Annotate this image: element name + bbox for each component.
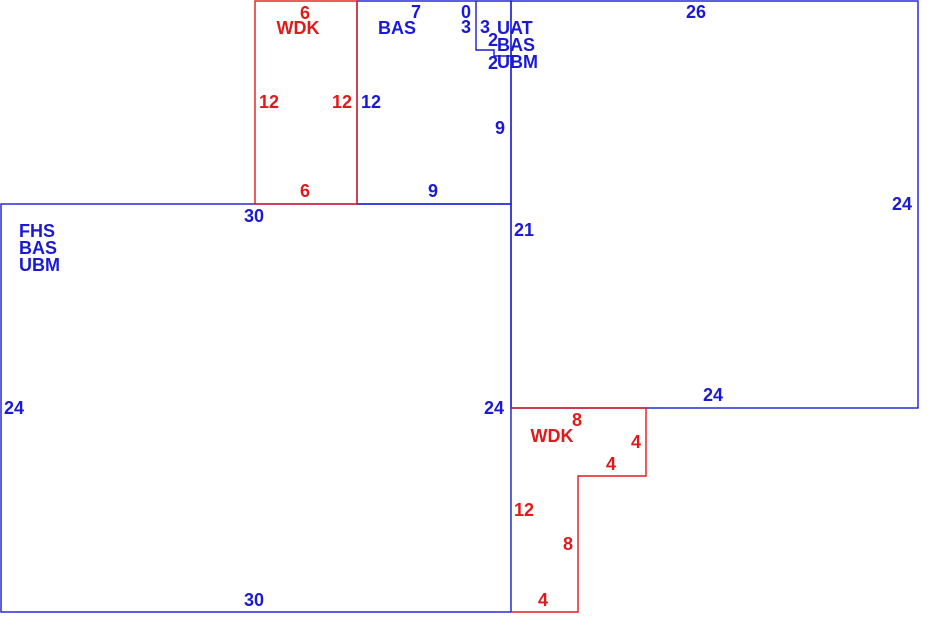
notch-name-line-3: UBM <box>497 52 538 72</box>
tall-wdk-top-dimension: 6 <box>300 3 310 23</box>
bas-top-dimension: 7 <box>411 2 421 22</box>
notch-name-line-2: BAS <box>497 35 535 55</box>
large-room-name-line-1: FHS <box>19 221 55 241</box>
bas-room-name: BAS <box>378 18 416 38</box>
bas-bottom-dimension: 9 <box>428 181 438 201</box>
notch-left-dimension: 3 <box>461 17 471 37</box>
right-room-bottom-dimension: 24 <box>703 385 723 405</box>
step-wdk-bottom-dimension: 4 <box>538 590 548 610</box>
step-wdk-room-outline <box>511 407 647 613</box>
large-room-top-dimension: 30 <box>244 206 264 226</box>
step-wdk-step-dimension: 4 <box>606 454 616 474</box>
notch-name-line-1: UAT <box>497 18 533 38</box>
tall-wdk-bottom-dimension: 6 <box>300 181 310 201</box>
large-room-right-dimension: 24 <box>484 398 504 418</box>
large-room-bottom-dimension: 30 <box>244 590 264 610</box>
tall-wdk-room-name: WDK <box>277 18 320 38</box>
right-room-left-dimension: 21 <box>514 220 534 240</box>
step-wdk-left-dimension: 12 <box>514 500 534 520</box>
tall-wdk-room-outline <box>254 0 358 205</box>
step-wdk-right-upper-dimension: 4 <box>631 432 641 452</box>
right-room-outline <box>510 0 919 409</box>
step-wdk-room-name: WDK <box>531 426 574 446</box>
tall-wdk-right-dimension: 12 <box>332 92 352 112</box>
large-room-name-line-2: BAS <box>19 238 57 258</box>
notch-tiny-bottom-dimension: 2 <box>488 53 498 73</box>
bas-left-dimension: 12 <box>361 92 381 112</box>
tall-wdk-left-dimension: 12 <box>259 92 279 112</box>
notch-tiny-top-dimension: 2 <box>488 30 498 50</box>
notch-right-dimension: 3 <box>480 17 490 37</box>
large-room-left-dimension: 24 <box>4 398 24 418</box>
step-wdk-top-dimension: 8 <box>572 410 582 430</box>
notch-outline <box>475 1 511 57</box>
right-room-top-dimension: 26 <box>686 2 706 22</box>
large-room-name-line-3: UBM <box>19 255 60 275</box>
step-wdk-right-lower-dimension: 8 <box>563 534 573 554</box>
right-room-right-dimension: 24 <box>892 194 912 214</box>
bas-right-dimension: 9 <box>495 118 505 138</box>
notch-top-dimension: 0 <box>461 2 471 22</box>
large-room-outline <box>0 203 512 613</box>
